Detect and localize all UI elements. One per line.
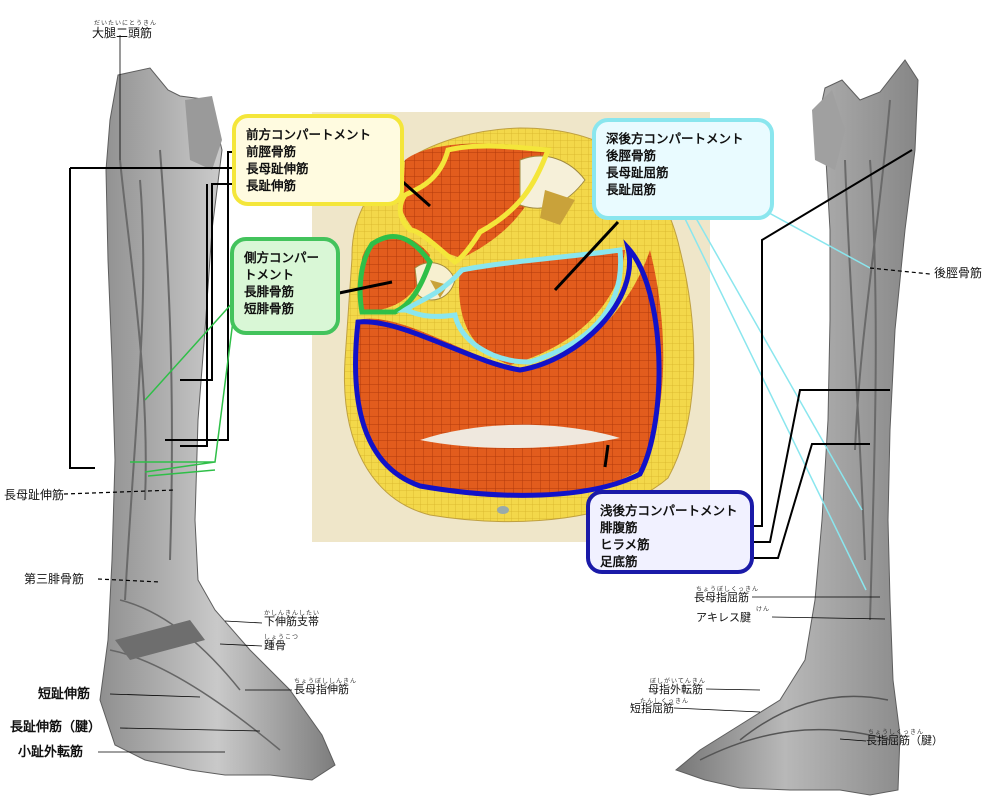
tibia-marrow	[540, 190, 575, 225]
label-peroneus-tertius: 第三腓骨筋	[24, 572, 85, 586]
superficial-posterior-compartment-title: 浅後方コンパートメント	[600, 503, 738, 518]
label-ehl-tendon: 長母指伸筋	[294, 683, 349, 696]
lateral-item-1: 長腓骨筋	[244, 284, 295, 299]
label-extensor-digitorum-longus-tendon: 長趾伸筋（腱）	[10, 720, 102, 735]
anterior-compartment-title: 前方コンパートメント	[246, 127, 372, 142]
superficial-posterior-outline	[353, 239, 662, 498]
label-inferior-extensor-retinaculum: 下伸筋支帯	[264, 615, 319, 628]
inferior-extensor-retinaculum-ruby: かしんきんしたい	[264, 610, 321, 617]
talus-ruby: しょうこつ	[264, 634, 300, 641]
superficial-posterior-compartment-box: 浅後方コンパートメント 腓腹筋 ヒラメ筋 足底筋	[586, 490, 754, 574]
label-achilles: アキレス腱	[696, 611, 751, 624]
deep-posterior-item-1: 後脛骨筋	[606, 148, 657, 163]
superficial-posterior-item-3: 足底筋	[600, 554, 638, 569]
anterior-item-2: 長母趾伸筋	[246, 161, 309, 176]
deep-posterior-compartment-box: 深後方コンパートメント 後脛骨筋 長母趾屈筋 長趾屈筋	[592, 118, 774, 220]
cross-section	[312, 112, 710, 542]
deep-posterior-compartment-title: 深後方コンパートメント	[606, 131, 744, 146]
label-fdl-tendon: 長指屈筋（腱）	[866, 734, 943, 747]
anterior-item-1: 前脛骨筋	[246, 144, 297, 159]
deep-posterior-item-2: 長母趾屈筋	[606, 165, 669, 180]
fhl-right-ruby: ちょうぼしくっきん	[696, 586, 760, 593]
label-fhl-right: 長母指屈筋	[694, 591, 749, 604]
superficial-posterior-item-2: ヒラメ筋	[600, 537, 650, 552]
anterior-outline	[397, 143, 552, 266]
right-leg-illustration	[674, 59, 919, 796]
left-leg-illustration	[99, 67, 336, 781]
abd-hallucis-ruby: ぼしがいてんきん	[650, 678, 706, 685]
label-flexor-digitorum-brevis: 短指屈筋	[630, 702, 674, 715]
label-tibialis-posterior-right: 後脛骨筋	[934, 266, 983, 280]
deep-posterior-item-3: 長趾屈筋	[606, 182, 657, 197]
fdl-tendon-ruby: ちょうしくっきん	[868, 729, 925, 736]
label-abductor-digiti-minimi: 小趾外転筋	[18, 745, 84, 760]
vessel	[497, 506, 509, 514]
anterior-compartment-box: 前方コンパートメント 前脛骨筋 長母趾伸筋 長趾伸筋	[232, 114, 404, 206]
achilles-ruby: けん	[756, 606, 771, 613]
label-biceps-femoris: 大腿二頭筋	[92, 26, 153, 40]
lateral-item-2: 短腓骨筋	[244, 301, 295, 316]
deep-posterior-outline	[396, 247, 624, 365]
label-talus: 踵骨	[264, 639, 286, 652]
label-ehl-left: 長母趾伸筋	[4, 488, 65, 502]
lateral-muscles	[362, 234, 430, 312]
anterior-item-3: 長趾伸筋	[246, 178, 297, 193]
flex-dig-brevis-ruby: たんしくっきん	[640, 698, 690, 705]
label-extensor-digitorum-brevis: 短趾伸筋	[38, 687, 91, 702]
ehl-tendon-ruby: ちょうぼししんきん	[294, 678, 358, 685]
deep-posterior-muscles	[459, 250, 625, 365]
tendon-band	[420, 424, 620, 449]
lateral-outline	[357, 234, 433, 315]
superficial-posterior-item-1: 腓腹筋	[600, 520, 638, 535]
label-abductor-hallucis: 母指外転筋	[648, 683, 703, 696]
biceps-femoris-ruby: だいたいにとうきん	[94, 20, 158, 27]
lateral-compartment-title: 側方コンパートメント	[244, 250, 320, 282]
lateral-compartment-box: 側方コンパートメント 長腓骨筋 短腓骨筋	[230, 237, 340, 335]
